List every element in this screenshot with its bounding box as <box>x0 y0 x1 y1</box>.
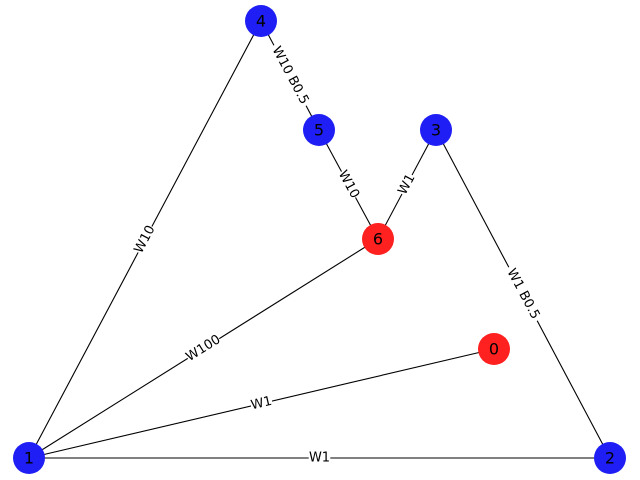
node-circle <box>420 114 452 146</box>
edge-1-4: W10 <box>28 20 262 459</box>
edge-4-5: W10 B0.5 <box>260 20 320 131</box>
edge-label-background <box>393 170 421 199</box>
edge-label: W1 B0.5 <box>504 266 543 321</box>
node-label: 2 <box>605 449 615 468</box>
edge-label-background <box>182 330 225 367</box>
edge-label-background <box>333 167 364 202</box>
node-3: 3 <box>420 114 452 146</box>
node-circle <box>478 333 510 365</box>
node-label: 6 <box>373 230 383 249</box>
node-4: 4 <box>245 5 277 37</box>
edge-label-group: W1 <box>393 170 421 199</box>
edge-1-2: W1 <box>29 449 610 467</box>
edge-label-group: W10 B0.5 <box>265 41 315 110</box>
edge-label-background <box>265 41 315 110</box>
edge-label: W100 <box>184 332 224 365</box>
node-circle <box>362 223 394 255</box>
node-5: 5 <box>303 114 335 146</box>
edge-label-background <box>308 449 331 467</box>
edge-label-group: W1 <box>248 392 275 415</box>
node-6: 6 <box>362 223 394 255</box>
edge-3-6: W1 <box>377 129 437 240</box>
nodes-layer: 0 1 2 3 4 5 6 <box>13 5 626 474</box>
edge-label-group: W10 <box>333 167 364 202</box>
edge-label-group: W1 <box>308 449 331 467</box>
edge-label-background <box>500 263 546 325</box>
node-label: 0 <box>489 340 499 359</box>
edge-label-group: W10 <box>130 222 160 257</box>
node-circle <box>245 5 277 37</box>
edge-label: W10 B0.5 <box>269 44 312 107</box>
node-label: 1 <box>24 449 34 468</box>
node-circle <box>594 442 626 474</box>
edge-label: W1 <box>309 451 330 466</box>
edge-5-6: W10 <box>318 129 379 240</box>
node-label: 3 <box>431 121 441 140</box>
edge-label: W1 <box>250 394 274 413</box>
edge-label-group: W1 B0.5 <box>500 263 546 325</box>
edge-3-2: W1 B0.5 <box>435 129 611 459</box>
node-circle <box>13 442 45 474</box>
edge-label-background <box>130 222 160 257</box>
edge-label: W1 <box>395 172 418 198</box>
node-label: 5 <box>314 121 324 140</box>
node-1: 1 <box>13 442 45 474</box>
node-2: 2 <box>594 442 626 474</box>
edge-label-background <box>248 392 275 415</box>
edge-label-group: W100 <box>182 330 225 367</box>
node-circle <box>303 114 335 146</box>
node-label: 4 <box>256 12 266 31</box>
node-0: 0 <box>478 333 510 365</box>
edge-1-6: W100 <box>28 238 379 459</box>
edge-1-0: W1 <box>28 348 495 459</box>
